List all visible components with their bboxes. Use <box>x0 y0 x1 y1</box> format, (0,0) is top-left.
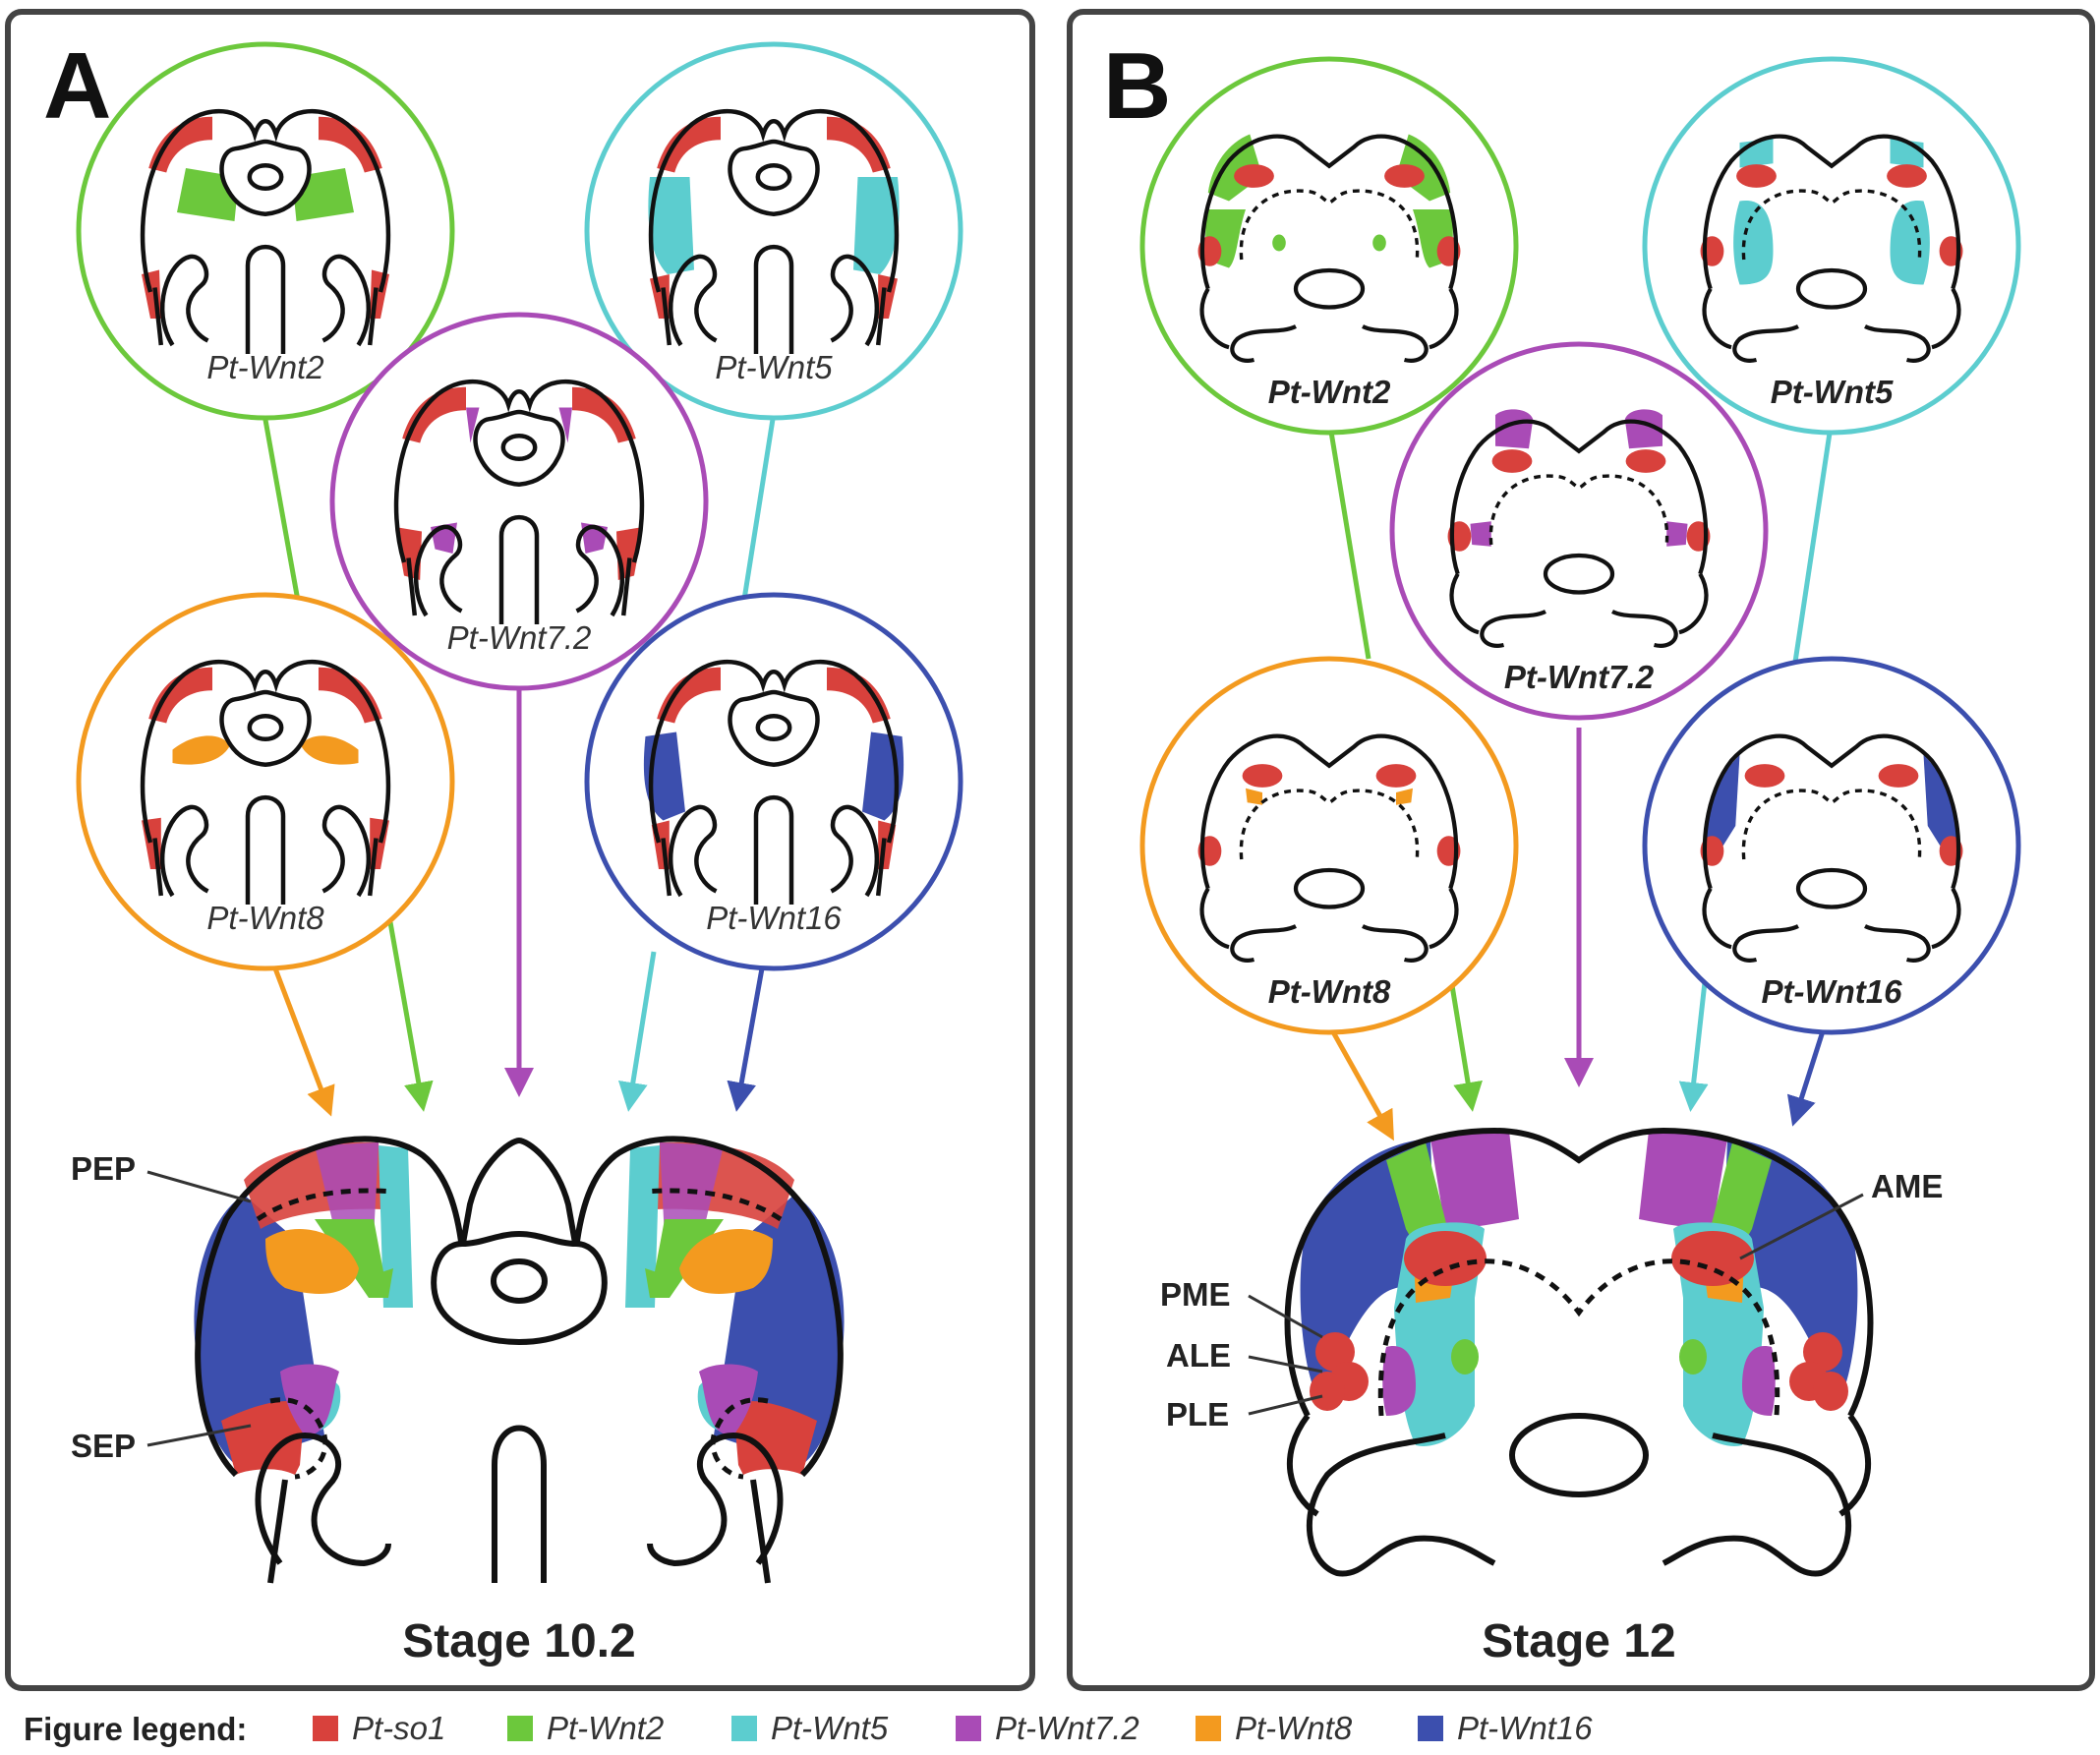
panel-b-circle-wnt16: Pt-Wnt16 <box>1642 656 2021 1035</box>
circle-label: Pt-Wnt7.2 <box>1504 659 1655 695</box>
circle-label: Pt-Wnt8 <box>1268 973 1391 1010</box>
legend-label: Pt-so1 <box>352 1710 446 1746</box>
panel-a-circle-wnt16: Pt-Wnt16 <box>584 592 963 971</box>
legend-label: Pt-Wnt2 <box>547 1710 665 1746</box>
legend-title: Figure legend: <box>24 1711 248 1747</box>
circle-label: Pt-Wnt16 <box>706 900 842 936</box>
circle-label: Pt-Wnt7.2 <box>447 619 592 656</box>
circle-label: Pt-Wnt2 <box>1268 374 1391 410</box>
sep-label: SEP <box>71 1428 136 1464</box>
ale-label: ALE <box>1166 1337 1231 1374</box>
circle-label: Pt-Wnt16 <box>1762 973 1903 1010</box>
legend-item-wnt7-2: Pt-Wnt7.2 <box>956 1709 1139 1748</box>
panel-a-frame <box>5 9 1035 1691</box>
circle-label: Pt-Wnt5 <box>715 349 833 385</box>
legend-item-wnt8: Pt-Wnt8 <box>1196 1709 1352 1748</box>
panel-b-circle-wnt5: Pt-Wnt5 <box>1642 56 2021 436</box>
panel-b-circle-wnt8: Pt-Wnt8 <box>1139 656 1519 1035</box>
panel-b-circle-wnt2: Pt-Wnt2 <box>1139 56 1519 436</box>
legend-swatch <box>313 1716 338 1741</box>
circle-label: Pt-Wnt5 <box>1771 374 1894 410</box>
panel-a-letter: A <box>43 33 111 139</box>
panel-b-annotations: AME PME ALE PLE <box>1160 1168 1943 1433</box>
figure-legend: Figure legend: Pt-so1 Pt-Wnt2 Pt-Wnt5 Pt… <box>0 1705 2100 1755</box>
legend-swatch <box>1196 1716 1221 1741</box>
panel-b-letter: B <box>1103 33 1171 139</box>
legend-item-wnt5: Pt-Wnt5 <box>731 1709 888 1748</box>
panel-b-head-stage-12 <box>1284 1127 1874 1577</box>
circle-label: Pt-Wnt2 <box>206 349 323 385</box>
legend-item-so1: Pt-so1 <box>313 1709 445 1748</box>
legend-item-wnt16: Pt-Wnt16 <box>1418 1709 1593 1748</box>
ame-label: AME <box>1871 1168 1943 1204</box>
panel-a-connectors <box>262 412 777 1117</box>
ple-label: PLE <box>1166 1396 1229 1433</box>
panel-a-circle-wnt7-2: Pt-Wnt7.2 <box>329 312 709 691</box>
panel-b-circle-wnt7-2: Pt-Wnt7.2 <box>1389 341 1769 721</box>
legend-swatch <box>507 1716 533 1741</box>
panel-a-head-stage-10-2 <box>194 1136 845 1584</box>
legend-label: Pt-Wnt5 <box>771 1710 889 1746</box>
panel-a-circle-wnt8: Pt-Wnt8 <box>76 592 455 971</box>
legend-label: Pt-Wnt8 <box>1235 1710 1353 1746</box>
legend-label: Pt-Wnt7.2 <box>995 1710 1139 1746</box>
circle-label: Pt-Wnt8 <box>206 900 324 936</box>
pep-label: PEP <box>71 1150 136 1187</box>
panel-b-frame <box>1067 9 2095 1691</box>
panel-a-annotations: PEP SEP <box>71 1150 252 1464</box>
panel-a-circle-wnt2: Pt-Wnt2 <box>76 41 455 421</box>
legend-swatch <box>956 1716 981 1741</box>
panel-a-circle-wnt5: Pt-Wnt5 <box>584 41 963 421</box>
panel-a-stage: Stage 10.2 <box>402 1615 635 1667</box>
pme-label: PME <box>1160 1276 1231 1313</box>
legend-item-wnt2: Pt-Wnt2 <box>507 1709 664 1748</box>
panel-b-stage: Stage 12 <box>1482 1615 1675 1667</box>
legend-swatch <box>731 1716 757 1741</box>
legend-swatch <box>1418 1716 1443 1741</box>
legend-label: Pt-Wnt16 <box>1457 1710 1593 1746</box>
